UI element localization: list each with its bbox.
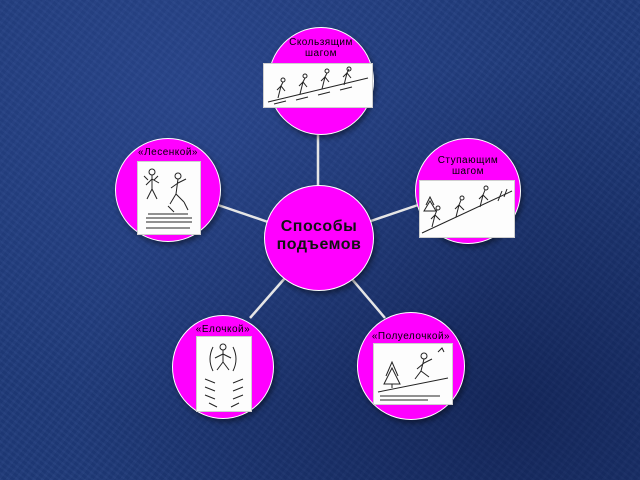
node-half-herringbone: «Полуелочкой» bbox=[357, 312, 465, 420]
connector-right bbox=[367, 203, 419, 224]
skier-sketch-icon bbox=[263, 63, 373, 108]
skier-sketch-icon bbox=[373, 343, 453, 405]
center-title: Способы подъемов bbox=[265, 218, 373, 254]
node-stepping-label: Ступающим шагом bbox=[416, 155, 520, 177]
node-herringbone-label: «Елочкой» bbox=[195, 324, 251, 335]
node-stepping-label-line2: шагом bbox=[452, 166, 484, 177]
connector-left bbox=[217, 203, 269, 224]
node-half-herringbone-label: «Полуелочкой» bbox=[371, 331, 451, 342]
connector-bottom-right bbox=[350, 277, 386, 319]
skier-sketch-icon bbox=[419, 180, 515, 238]
connector-bottom-left bbox=[249, 277, 286, 319]
node-herringbone: «Елочкой» bbox=[172, 315, 274, 419]
center-title-line2: подъемов bbox=[276, 236, 362, 253]
node-ladder-label: «Лесенкой» bbox=[138, 147, 198, 158]
center-title-line1: Способы bbox=[280, 218, 358, 235]
node-stepping: Ступающим шагом bbox=[415, 138, 521, 244]
skier-sketch-icon bbox=[137, 161, 201, 235]
node-ladder: «Лесенкой» bbox=[115, 138, 221, 242]
ski-tracks-sketch-icon bbox=[196, 336, 252, 412]
center-node: Способы подъемов bbox=[264, 185, 374, 291]
node-gliding-step-label: Скользящим шагом bbox=[269, 37, 373, 59]
node-gliding-step-label-line1: Скользящим bbox=[289, 37, 353, 48]
node-gliding-step-label-line2: шагом bbox=[305, 48, 337, 59]
node-gliding-step: Скользящим шагом bbox=[263, 27, 374, 135]
node-stepping-label-line1: Ступающим bbox=[437, 155, 499, 166]
